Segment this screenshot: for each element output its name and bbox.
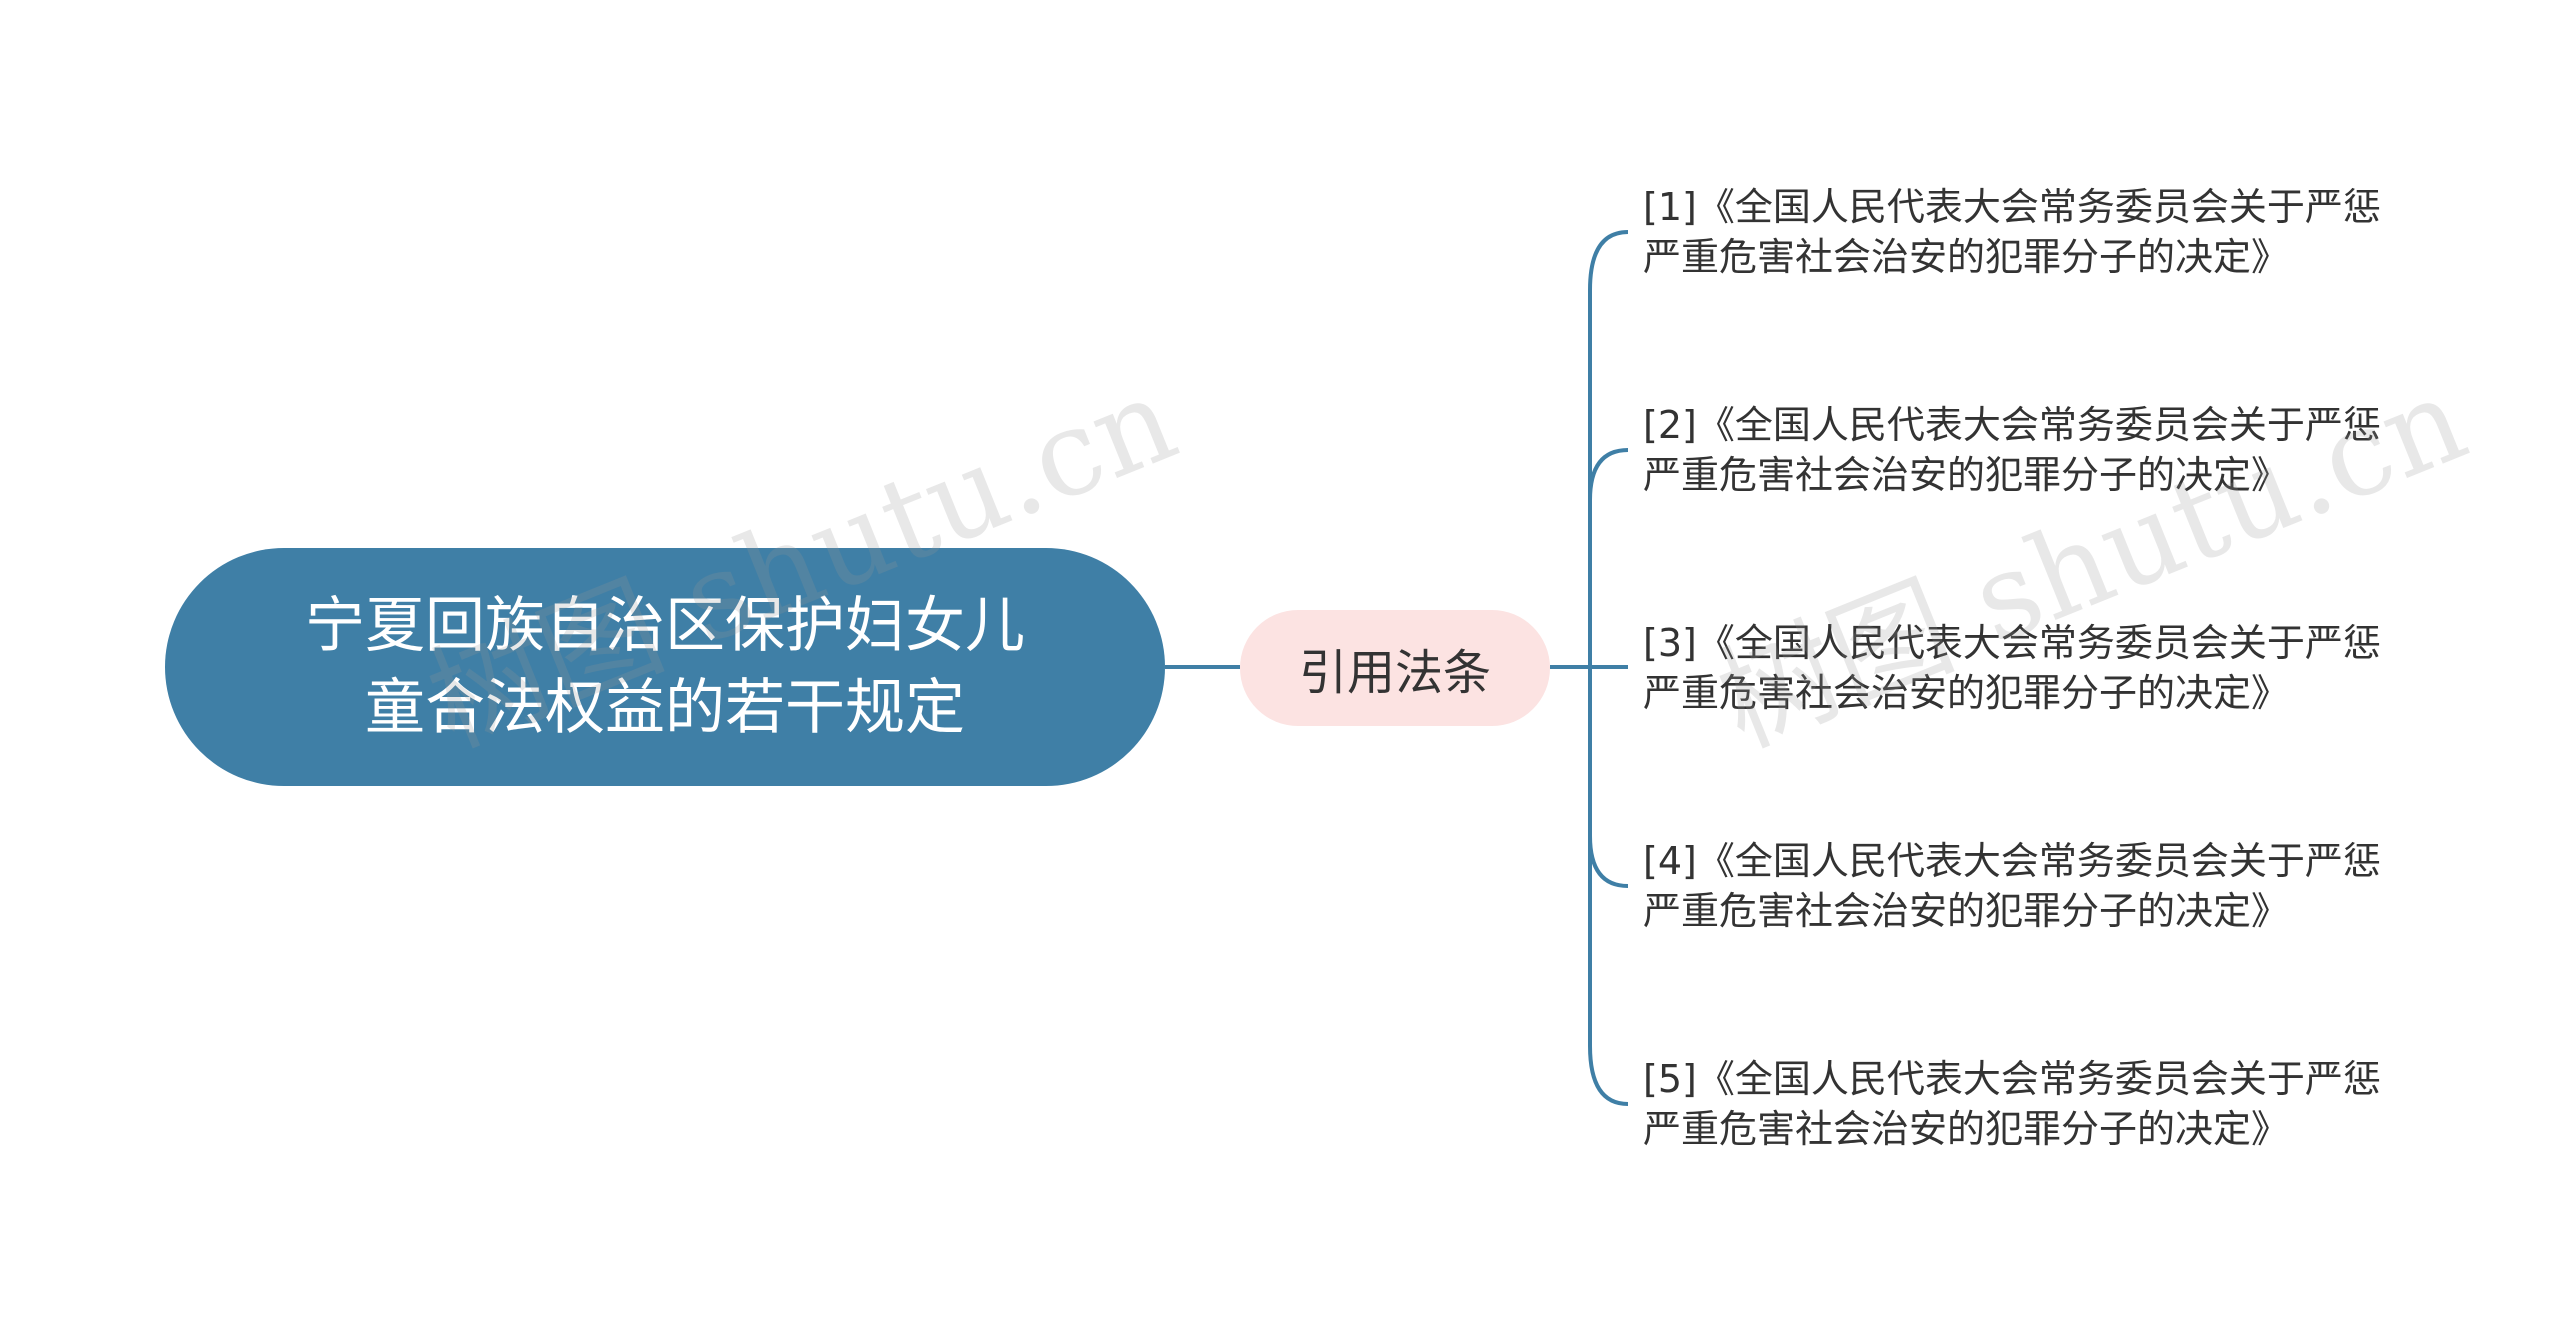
branch-node-cited-statutes[interactable]: 引用法条 [1240,610,1550,726]
branch-node-label: 引用法条 [1298,645,1491,701]
leaf-node-2[interactable]: [2]《全国人民代表大会常务委员会关于严惩 严重危害社会治安的犯罪分子的决定》 [1643,403,2381,497]
connector-leaf-1 [1588,230,1629,667]
connector-leaf-5 [1588,667,1629,1106]
root-node-label: 宁夏回族自治区保护妇女儿童合法权益的若干规定 [305,591,1025,743]
connector-leaf-4 [1588,667,1629,888]
leaf-node-3[interactable]: [3]《全国人民代表大会常务委员会关于严惩 严重危害社会治安的犯罪分子的决定》 [1643,621,2381,715]
leaf-node-1[interactable]: [1]《全国人民代表大会常务委员会关于严惩 严重危害社会治安的犯罪分子的决定》 [1643,185,2381,279]
connector-leaf-2 [1588,448,1629,667]
leaf-node-4[interactable]: [4]《全国人民代表大会常务委员会关于严惩 严重危害社会治安的犯罪分子的决定》 [1643,839,2381,933]
leaf-node-5[interactable]: [5]《全国人民代表大会常务委员会关于严惩 严重危害社会治安的犯罪分子的决定》 [1643,1057,2381,1151]
root-node[interactable]: 宁夏回族自治区保护妇女儿童合法权益的若干规定 [165,548,1165,786]
